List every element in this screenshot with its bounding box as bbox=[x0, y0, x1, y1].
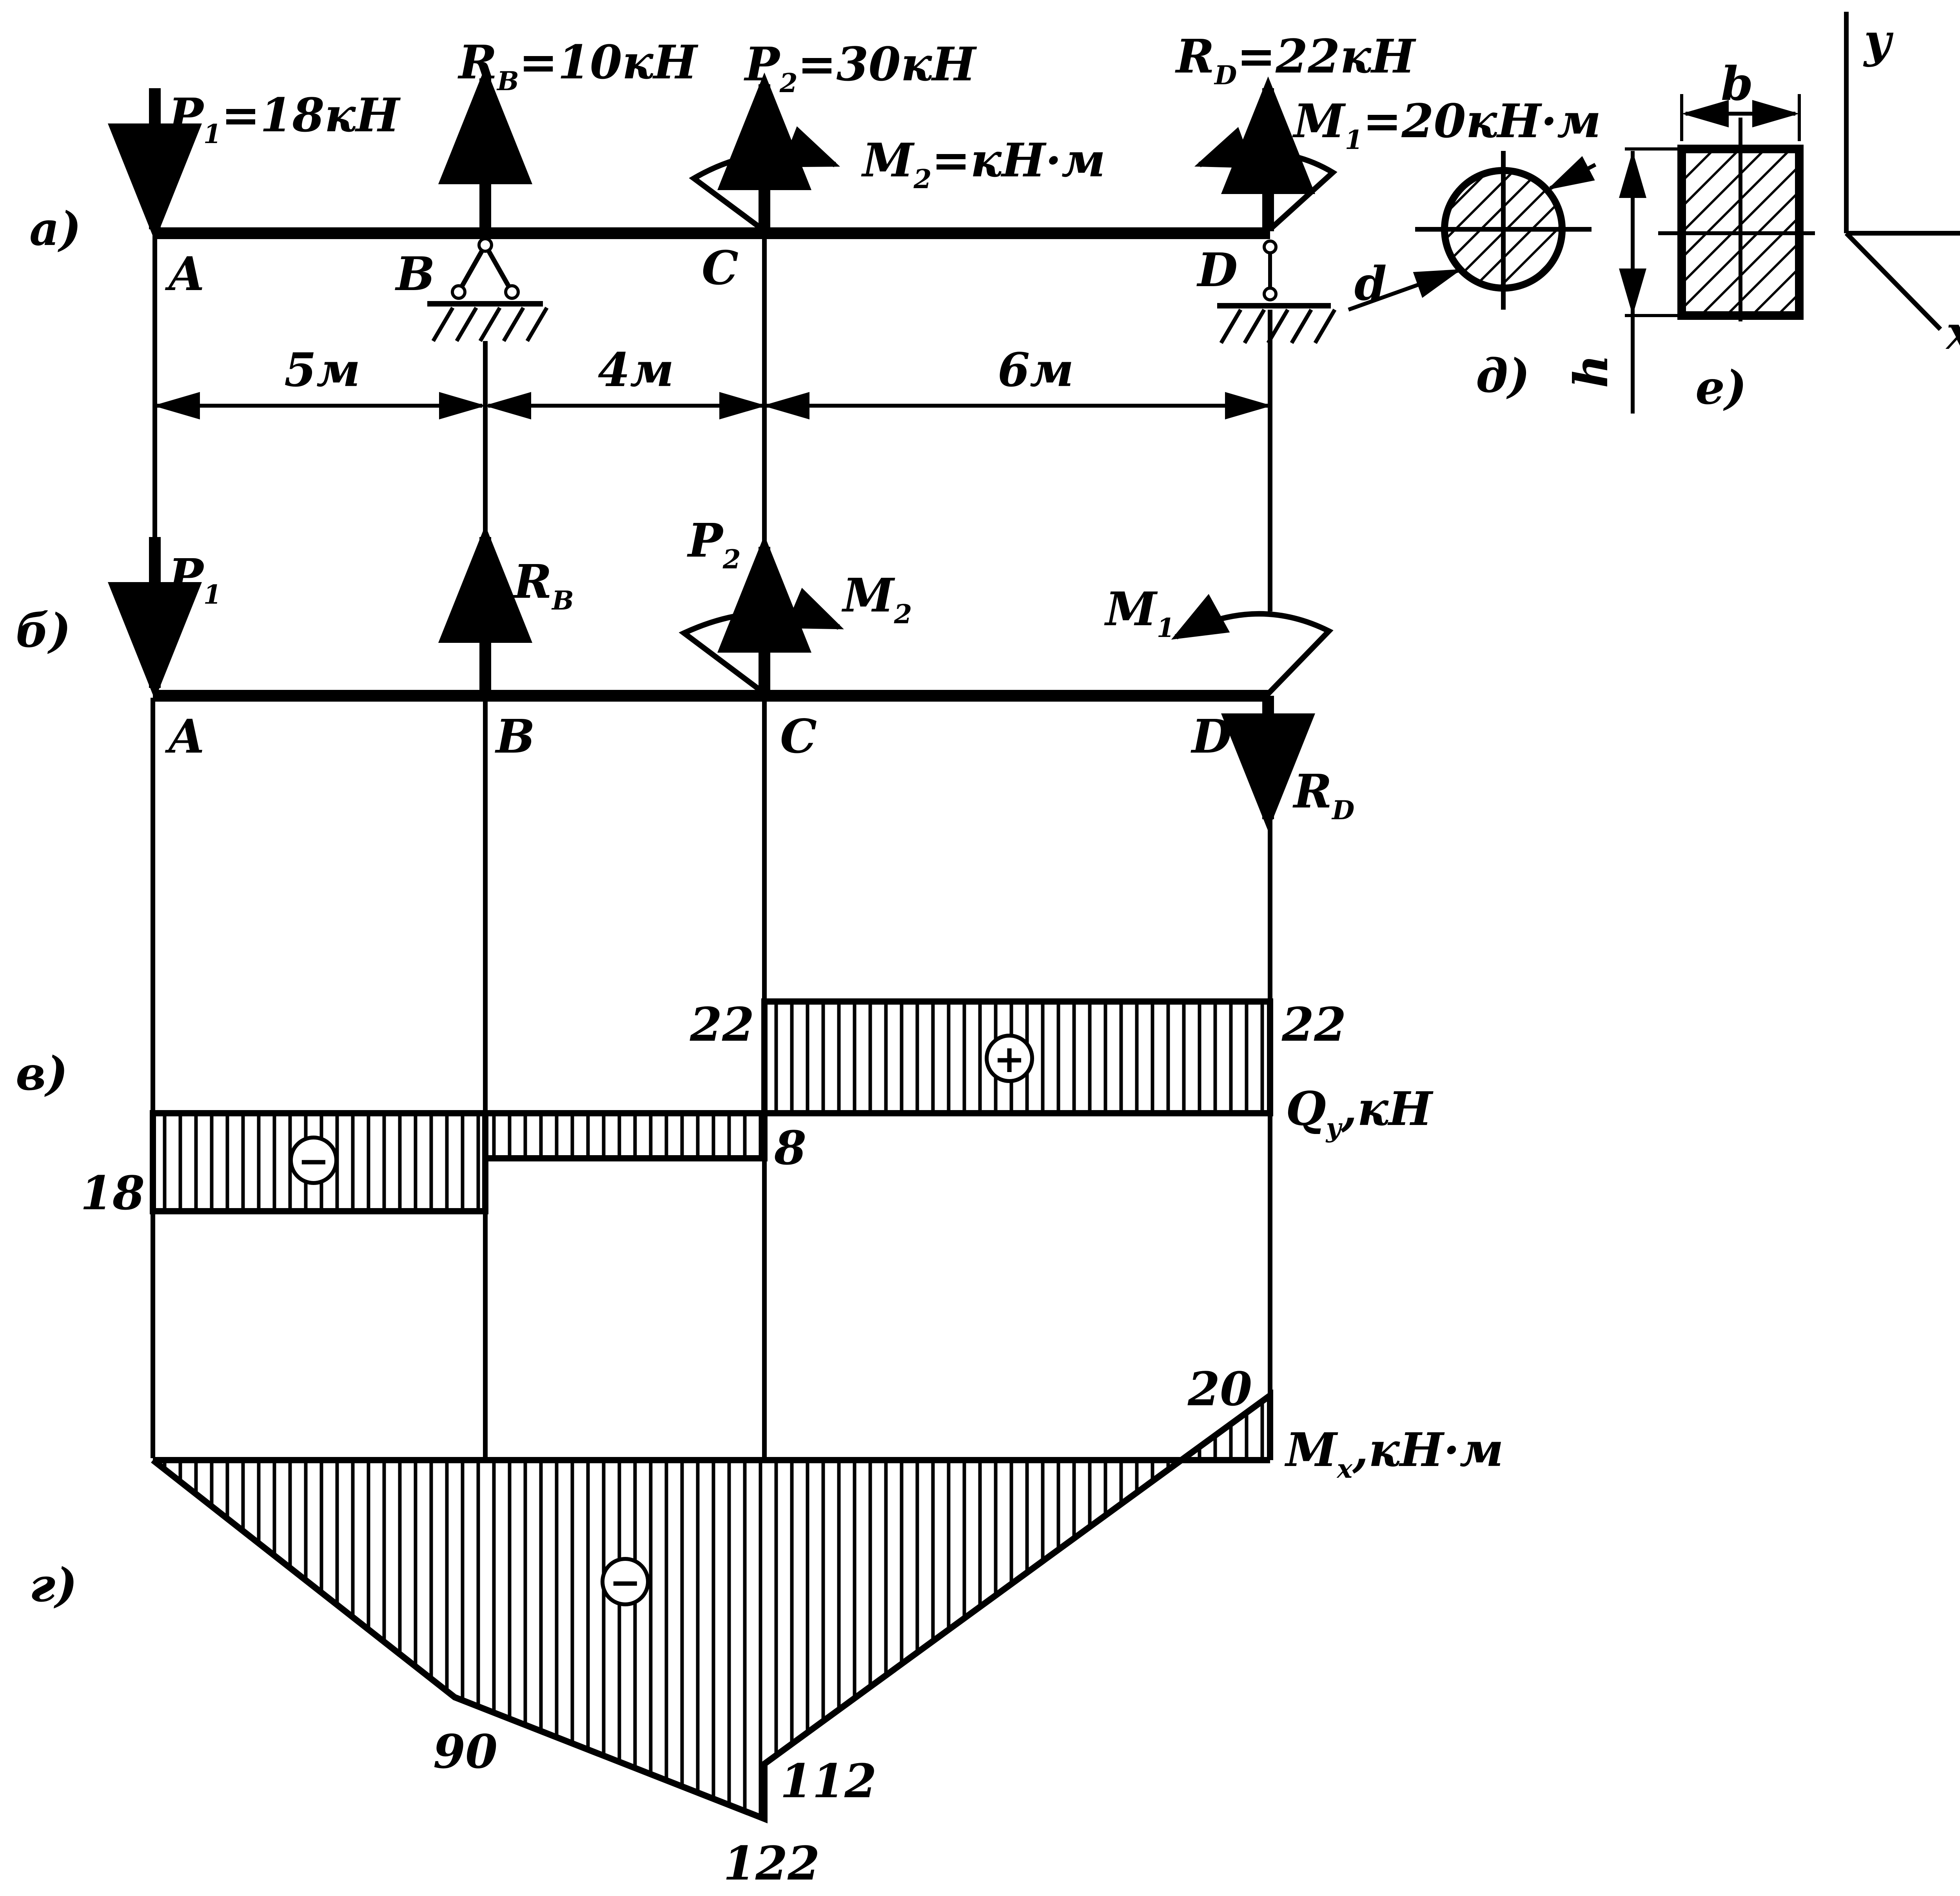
shear-axis-label: Qy,кН bbox=[1286, 1081, 1434, 1143]
moment-diagram: г) − 90 122 112 20 Mx,кН·м bbox=[29, 1362, 1504, 1891]
axis-y-label: y bbox=[1863, 13, 1894, 68]
shear-value-A: 18 bbox=[80, 1166, 145, 1220]
point-B-a: B bbox=[395, 247, 435, 301]
point-A-a: A bbox=[165, 247, 205, 301]
moment-M1-arrow-b bbox=[1171, 594, 1334, 696]
scheme-a: а) P1=18кН RB=10кН P2=30кН M2=кН·м RD=22… bbox=[29, 29, 1601, 344]
shear-diagram: в) − + 18 8 22 22 Qy,кН bbox=[16, 997, 1434, 1220]
svg-text:−: − bbox=[298, 1139, 329, 1183]
part-label-v: в) bbox=[16, 1046, 68, 1101]
axis-x-label: x bbox=[1945, 305, 1960, 360]
scheme-b: б) P1 RB P2 M2 M1 RD A B C D bbox=[16, 513, 1354, 831]
point-C-b: C bbox=[780, 709, 817, 764]
moment-outline bbox=[151, 1389, 1273, 1823]
moment-axis-label: Mx,кН·м bbox=[1284, 1422, 1504, 1484]
shear-value-C: 22 bbox=[690, 997, 754, 1052]
moment-M2-arrow bbox=[689, 126, 840, 232]
span-dimensions: 5м 4м 6м bbox=[153, 343, 1272, 419]
reaction-RB-label-b: RB bbox=[512, 554, 574, 616]
section-circle: d д) bbox=[1348, 151, 1597, 403]
coordinate-axes: y z x bbox=[1844, 12, 1960, 360]
force-P2-label-b: P2 bbox=[687, 513, 741, 575]
moment-value-B: 90 bbox=[433, 1724, 497, 1779]
section-d-label: d bbox=[1354, 256, 1387, 311]
pin-support-B bbox=[427, 237, 549, 342]
moment-value-C-right: 112 bbox=[780, 1754, 877, 1808]
point-B-b: B bbox=[495, 709, 535, 764]
span-BC: 4м bbox=[598, 343, 674, 397]
shear-segment-BC bbox=[482, 1110, 768, 1161]
moment-M2-label: M2=кН·м bbox=[861, 133, 1105, 194]
part-label-b: б) bbox=[16, 603, 71, 658]
point-D-b: D bbox=[1191, 709, 1232, 764]
part-label-g: г) bbox=[29, 1558, 77, 1612]
projection-lines bbox=[152, 233, 1272, 611]
section-rect: b h е) bbox=[1564, 56, 1815, 415]
moment-value-D: 20 bbox=[1187, 1362, 1252, 1416]
part-label-a: а) bbox=[29, 201, 81, 256]
moment-M2-label-b: M2 bbox=[841, 568, 912, 630]
link-support-D bbox=[1217, 239, 1337, 344]
point-D-a: D bbox=[1196, 243, 1238, 297]
shear-sign-CD bbox=[985, 1034, 1034, 1083]
part-label-e: е) bbox=[1695, 360, 1747, 415]
moment-M1-arrow bbox=[1194, 127, 1338, 232]
point-C-a: C bbox=[702, 241, 739, 295]
section-h-label: h bbox=[1564, 354, 1618, 388]
moment-M1-label-b: M1 bbox=[1104, 582, 1175, 643]
reaction-RB-label: RB=10кН bbox=[457, 35, 699, 96]
moment-area-main bbox=[153, 1460, 1180, 1819]
force-P1-label-b: P1 bbox=[167, 548, 221, 610]
moment-sign bbox=[601, 1557, 650, 1606]
part-label-d: д) bbox=[1476, 348, 1530, 403]
shear-sign-AB bbox=[289, 1136, 338, 1185]
section-b-label: b bbox=[1721, 56, 1753, 111]
moment-M2-arrow-b bbox=[679, 588, 844, 694]
svg-text:+: + bbox=[994, 1037, 1025, 1081]
span-AB: 5м bbox=[284, 343, 360, 397]
reaction-RD-label: RD=22кН bbox=[1175, 29, 1416, 91]
span-CD: 6м bbox=[998, 343, 1074, 397]
moment-M1-label: M1=20кН·м bbox=[1292, 94, 1601, 155]
shear-value-D: 22 bbox=[1281, 997, 1346, 1052]
force-P2-label: P2=30кН bbox=[744, 37, 977, 98]
svg-text:−: − bbox=[610, 1560, 641, 1604]
reaction-RD-label-b: RD bbox=[1292, 764, 1354, 826]
shear-value-B: 8 bbox=[774, 1121, 806, 1175]
point-A-b: A bbox=[165, 709, 205, 764]
moment-value-C-left: 122 bbox=[723, 1836, 820, 1891]
force-P1-label: P1=18кН bbox=[167, 88, 401, 149]
